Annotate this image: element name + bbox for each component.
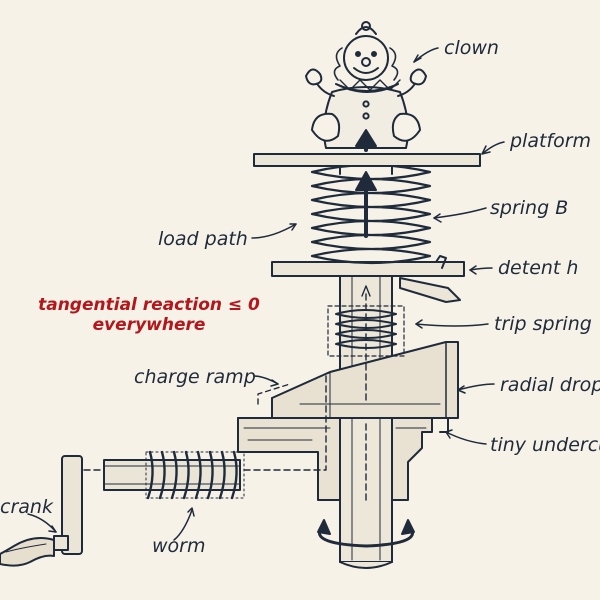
note-line-1: tangential reaction ≤ 0 <box>38 295 260 315</box>
label-worm: worm <box>152 535 206 557</box>
rotation-arrow <box>317 519 415 548</box>
clown-figure <box>305 21 427 149</box>
label-load-path: load path <box>158 228 248 250</box>
label-trip-spring: trip spring <box>494 315 592 334</box>
label-clown: clown <box>444 37 499 59</box>
label-detent: detent h <box>498 257 579 279</box>
label-crank: crank <box>0 496 53 518</box>
label-platform: platform <box>510 130 592 152</box>
leader-lines <box>27 47 505 541</box>
label-undercut: tiny undercut <box>490 436 600 455</box>
tangential-reaction-note: tangential reaction ≤ 0 everywhere <box>24 295 274 335</box>
spring-b <box>310 163 432 265</box>
crank <box>0 455 83 567</box>
label-radial-drop: radial drop <box>500 376 600 395</box>
label-charge-ramp: charge ramp <box>134 366 256 388</box>
note-line-2: everywhere <box>92 314 206 335</box>
label-spring-b: spring B <box>490 197 569 219</box>
worm-gear <box>103 450 245 500</box>
platform <box>253 153 481 175</box>
